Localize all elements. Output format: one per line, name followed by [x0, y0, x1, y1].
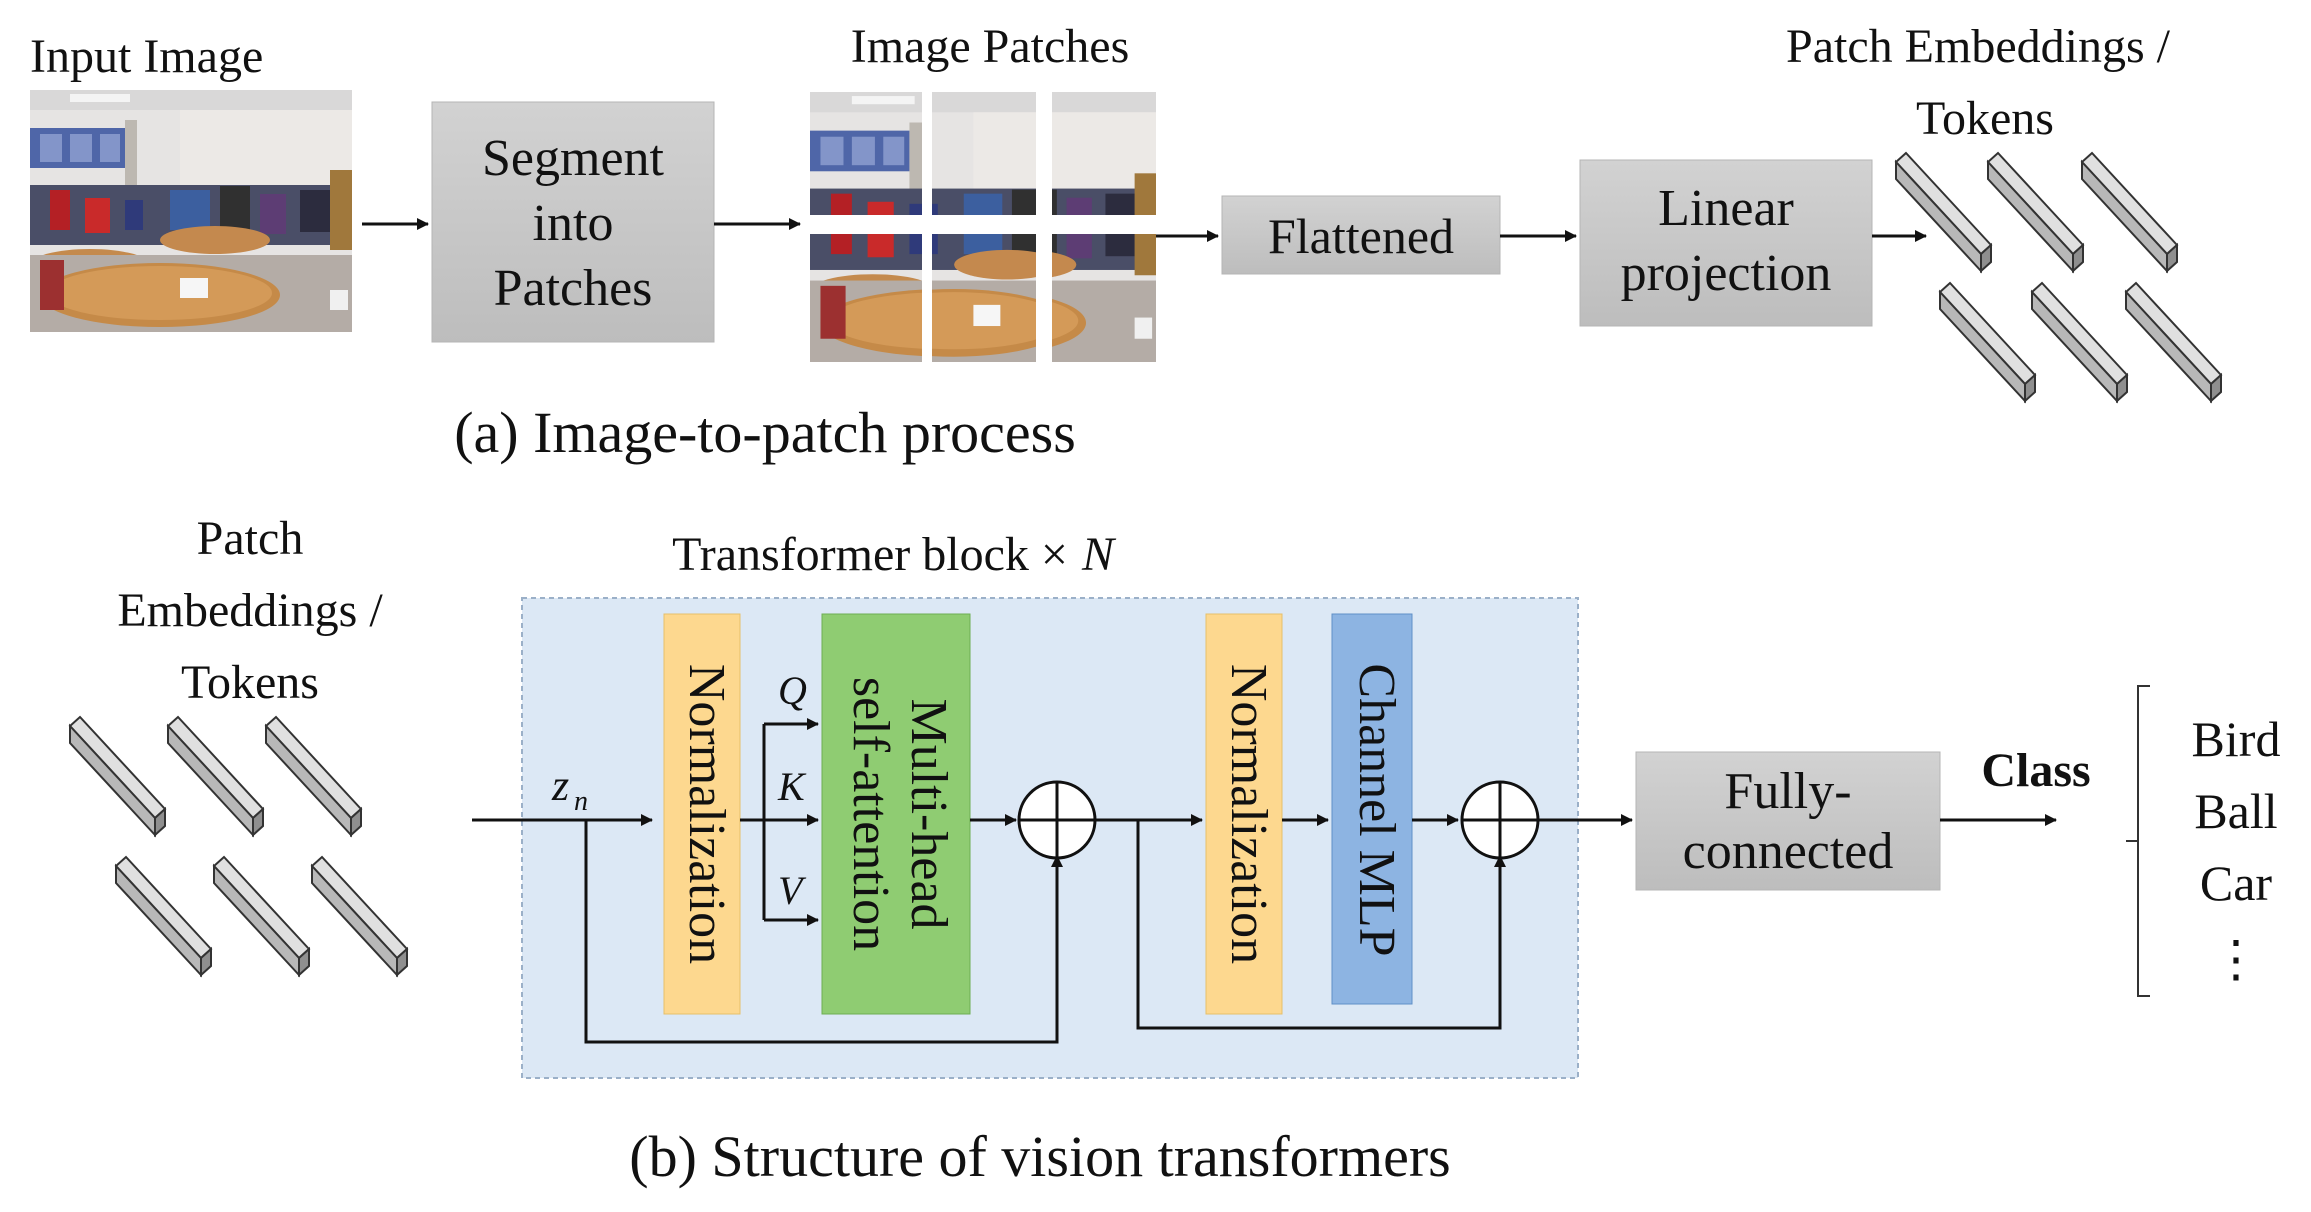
token [1939, 282, 2036, 402]
mhsa-line-1: Multi-head [900, 698, 957, 929]
token [69, 716, 166, 836]
token [311, 856, 408, 976]
class-car: Car [2200, 855, 2273, 911]
fc-line-1: Fully- [1724, 763, 1851, 820]
flattened-box: Flattened [1221, 195, 1501, 275]
flattened-text: Flattened [1268, 208, 1454, 264]
norm1-box: Normalization [663, 613, 741, 1015]
token [213, 856, 310, 976]
token [2031, 282, 2128, 402]
skip-connection-2 [1136, 820, 1506, 1030]
linear-projection-box: Linear projection [1579, 159, 1873, 327]
class-more: ⋮ [2211, 931, 2261, 987]
z-subscript: n [574, 786, 588, 817]
tokens-label-b-1: Patch [197, 512, 304, 565]
tokens-label-b-2: Embeddings / [117, 584, 383, 637]
image-patches-label: Image Patches [851, 20, 1130, 73]
add2-node [1460, 780, 1540, 860]
token [2125, 282, 2222, 402]
tokens-a [1895, 152, 2222, 402]
tokens-label-a-1: Patch Embeddings / [1786, 20, 2171, 73]
class-bird: Bird [2192, 711, 2281, 767]
input-image [30, 90, 352, 332]
channel-mlp-box: Channel MLP [1331, 613, 1413, 1005]
image-patches [810, 92, 1156, 362]
linear-line-1: Linear [1658, 180, 1794, 237]
norm1-text: Normalization [678, 664, 735, 964]
block-title-n: N [1081, 528, 1117, 581]
norm2-box: Normalization [1205, 613, 1283, 1015]
input-image-label: Input Image [30, 30, 263, 83]
mhsa-box: Multi-head self-attention [821, 613, 971, 1015]
segment-line-3: Patches [494, 260, 653, 317]
class-list: Bird Ball Car ⋮ [2126, 685, 2281, 997]
mhsa-line-2: self-attention [842, 677, 899, 951]
class-label: Class [1981, 744, 2090, 797]
token [1987, 152, 2084, 272]
class-bracket [2137, 685, 2150, 997]
token [167, 716, 264, 836]
fc-line-2: connected [1683, 823, 1894, 880]
fully-connected-box: Fully- connected [1635, 751, 1941, 891]
class-ball: Ball [2194, 783, 2277, 839]
block-title: Transformer block × [672, 528, 1068, 581]
segment-box: Segment into Patches [431, 101, 715, 343]
linear-line-2: projection [1621, 245, 1832, 302]
skip-connection-1 [584, 820, 1063, 1044]
tokens-label-b-3: Tokens [181, 656, 319, 709]
token [115, 856, 212, 976]
segment-line-2: into [533, 195, 614, 252]
k-label: K [777, 764, 807, 809]
caption-a: (a) Image-to-patch process [454, 400, 1076, 465]
q-label: Q [778, 668, 807, 713]
token [265, 716, 362, 836]
norm2-text: Normalization [1220, 664, 1277, 964]
v-label: V [778, 868, 807, 913]
add1-node [1017, 780, 1097, 860]
z-label: z [551, 761, 569, 810]
token [1895, 152, 1992, 272]
tokens-label-a-2: Tokens [1916, 92, 2054, 145]
segment-line-1: Segment [482, 130, 665, 187]
mlp-text: Channel MLP [1348, 663, 1405, 956]
tokens-b [69, 716, 408, 976]
caption-b: (b) Structure of vision transformers [629, 1124, 1450, 1189]
token [2081, 152, 2178, 272]
